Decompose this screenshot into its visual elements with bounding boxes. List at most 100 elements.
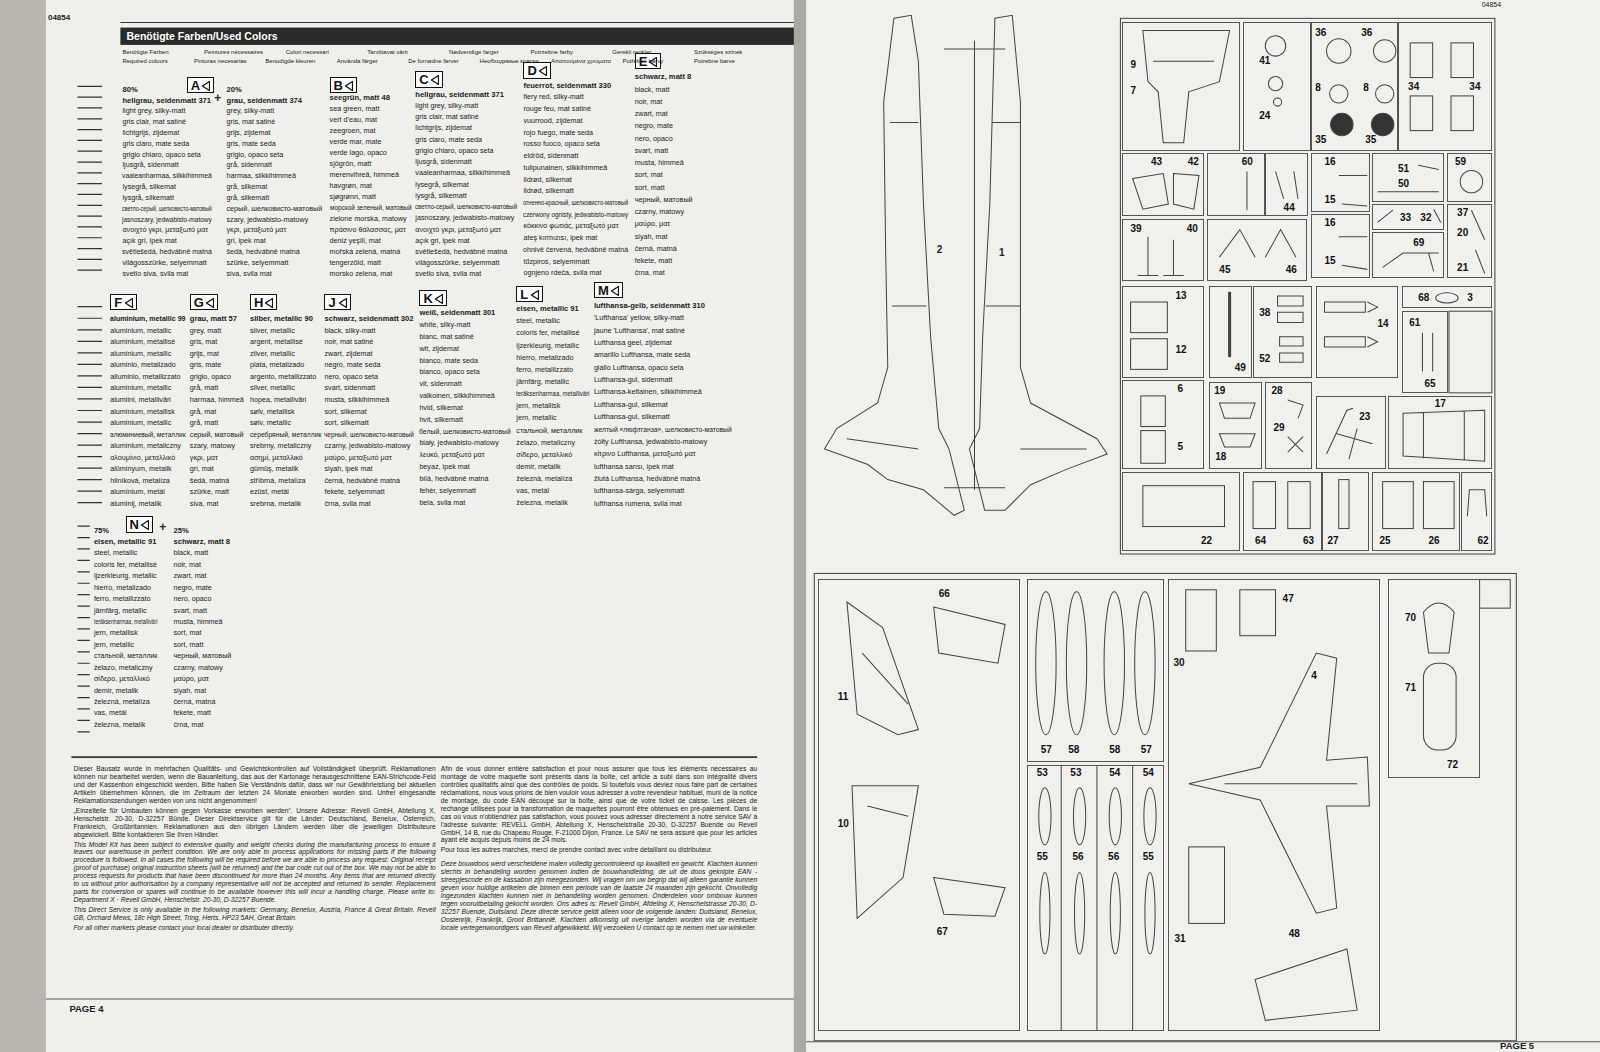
color-letter: M [598, 284, 609, 297]
wheel-sketch [1376, 85, 1394, 103]
paint-translation: hierro, metalizado [94, 584, 151, 592]
part-number: 67 [936, 927, 949, 937]
paint-translation: sort, silkemat [324, 408, 366, 416]
notice-text: Dieser Bausatz wurde in mehrfachen Quali… [73, 765, 435, 805]
color-letter: H [254, 296, 263, 309]
code-arrow-mark [611, 286, 619, 296]
part-number: 35 [1364, 135, 1377, 145]
language-heading: Szükséges színek [694, 49, 742, 55]
paint-translation: havgrøn, mat [330, 182, 372, 190]
parts-cell: 3940 [1122, 219, 1204, 280]
paint-translation: fekete, matt [173, 709, 211, 717]
parts-cell: 3332 [1372, 204, 1443, 230]
paint-translation: lufthansa rumena, svila mat [594, 500, 682, 508]
color-letter: C [419, 73, 428, 86]
parts-cell: 2829 [1265, 382, 1312, 470]
margin-ticks [78, 525, 90, 736]
parts-cell: 3636883535 [1311, 22, 1398, 151]
wing-sketch [847, 602, 918, 735]
article-number: 04854 [48, 14, 70, 22]
paint-translation: vit, sidenmatt [419, 380, 461, 388]
part-number: 59 [1454, 157, 1467, 167]
paint-translation: κίτρινο Lufthansa, μεταξωτό ματ [594, 450, 696, 458]
paint-translation: Lufthansa geel, zijdemat [594, 339, 672, 347]
paint-translation: aluminium, métallisé [110, 338, 175, 346]
notice-text: „Einzelteile für Umbauten können gegen V… [73, 807, 435, 839]
paint-name: hellgrau, seidenmatt 371 [415, 91, 504, 99]
part-sketch [1288, 400, 1303, 452]
part-number: 66 [938, 589, 951, 599]
part-number: 58 [1108, 745, 1121, 755]
part-sketch [1131, 302, 1168, 333]
part-number: 56 [1071, 852, 1084, 862]
color-code-box: N [126, 516, 153, 532]
paint-translation: grå, sidenmatt [227, 161, 273, 169]
paint-translation: järnfärg, metallic [94, 607, 147, 615]
right-page [806, 0, 1600, 1052]
paint-translation: lufthansa sarısı, ipek mat [594, 463, 674, 471]
empty-square [1480, 580, 1511, 609]
tyre-sketch [1371, 113, 1393, 135]
part-sketch [1131, 339, 1168, 370]
code-arrow-mark [340, 298, 347, 307]
paint-translation: negro, mate [635, 122, 673, 130]
paint-translation: grigio chiaro, opaco seta [415, 147, 493, 155]
part-number: 2 [937, 245, 943, 256]
part-number: 51 [1397, 164, 1410, 174]
part-number: 54 [1142, 768, 1155, 778]
part-number: 6 [1176, 384, 1184, 394]
mix-sign: + [159, 521, 166, 534]
part-number: 36 [1314, 28, 1327, 38]
paint-translation: czarny, matowy [635, 208, 684, 216]
paint-translation: ανοιχτό γκρι, μεταξωτό ματ [122, 226, 208, 234]
paint-translation: grå, mat [190, 408, 216, 416]
section-rule [71, 756, 757, 758]
code-arrow-mark [206, 298, 214, 308]
tank-sketch [1135, 592, 1155, 735]
part-number: 47 [1282, 594, 1295, 604]
paint-translation: črna, mat [635, 269, 665, 277]
part-number: 52 [1258, 354, 1271, 364]
page-gutter [794, 0, 806, 1052]
code-arrow-mark [539, 67, 546, 76]
paint-translation: açık gri, ipek mat [415, 237, 469, 245]
missile-sketch [1109, 788, 1121, 845]
paint-translation: żelazo, metaliczny [516, 439, 575, 447]
paint-translation: czerwony ognisty, jedwabisto-matowy [523, 211, 628, 219]
missile-sketch [1145, 872, 1155, 954]
paint-translation: lysegrå, silkemat [122, 183, 176, 191]
part-number: 28 [1270, 386, 1283, 396]
part-number: 3 [1466, 293, 1474, 303]
part-number: 24 [1258, 111, 1271, 121]
canopy-sketch [1423, 603, 1454, 653]
canopy-sketch [1423, 663, 1456, 750]
paint-translation: черный, шелковисто-матовый [324, 431, 414, 439]
part-number: 71 [1404, 683, 1417, 693]
paint-translation: ljusgrå, sidenmatt [415, 158, 471, 166]
paint-translation: alluminio, metallizzato [110, 373, 180, 381]
tank-sketch [1104, 592, 1124, 735]
paint-translation: alumiini, metalliväri [110, 396, 171, 404]
paint-translation: bílá, hedvábně matná [419, 475, 488, 483]
paint-translation: bela, svila mat [419, 499, 465, 507]
part-number: 40 [1186, 224, 1199, 234]
paint-translation: light grey, silky-matt [122, 107, 185, 115]
paint-translation: alumínium, metál [110, 488, 165, 496]
part-number: 57 [1140, 745, 1153, 755]
paint-translation: jern, metallisk [94, 629, 138, 637]
paint-translation: white, silky-matt [419, 321, 470, 329]
paint-translation: világosszürke, selyemmatt [122, 259, 206, 267]
notice-text: This Direct Service is only available in… [73, 906, 435, 922]
paint-translation: aluminium, metaliczny [110, 442, 181, 450]
color-letter: K [423, 292, 432, 305]
paint-translation: silver, metallic [250, 384, 295, 392]
part-sketch [1339, 165, 1439, 206]
paint-translation: zeegroen, mat [330, 127, 376, 135]
part-sketch [1133, 173, 1199, 209]
code-arrow-mark [611, 286, 618, 295]
paint-translation: lysgrå, silkematt [415, 192, 467, 200]
part-number: 53 [1036, 768, 1049, 778]
paint-translation: vaaleanharmaa, silkkihimmeä [122, 172, 212, 180]
paint-translation: gris, mate seda [227, 140, 276, 148]
paint-translation: černá, hedvábně matná [324, 477, 400, 485]
